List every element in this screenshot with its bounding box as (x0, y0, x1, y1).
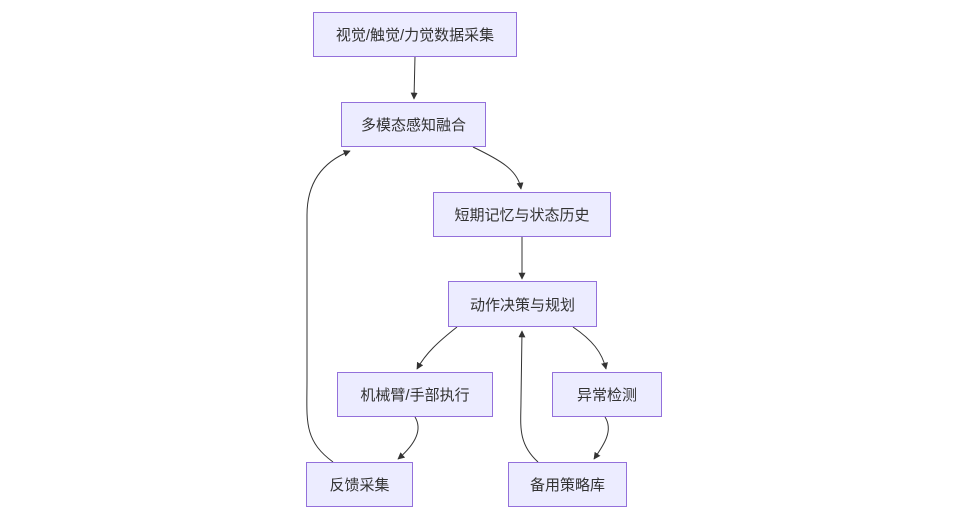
node-arm-execution: 机械臂/手部执行 (337, 372, 493, 417)
edge-backup-to-planning (518, 330, 539, 463)
edge-planning-to-anomaly (572, 326, 608, 370)
node-label: 机械臂/手部执行 (360, 387, 470, 404)
edge-arm-to-feedback (397, 416, 419, 460)
edge-datacollection-to-fusion (410, 55, 418, 100)
edge-fusion-to-memory (472, 146, 524, 190)
node-label: 备用策略库 (529, 477, 605, 494)
node-label: 动作决策与规划 (469, 296, 575, 314)
node-short-term-memory: 短期记忆与状态历史 (433, 192, 611, 237)
node-feedback-collection: 反馈采集 (306, 462, 413, 507)
node-action-planning: 动作决策与规划 (448, 281, 597, 327)
node-label: 多模态感知融合 (360, 117, 466, 134)
node-backup-strategy: 备用策略库 (508, 462, 627, 507)
node-sensor-data-collection: 视觉/触觉/力觉数据采集 (313, 12, 517, 57)
node-anomaly-detection: 异常检测 (552, 372, 662, 417)
node-multimodal-fusion: 多模态感知融合 (341, 102, 486, 147)
edge-planning-to-arm (416, 326, 458, 370)
node-label: 短期记忆与状态历史 (454, 207, 590, 224)
node-label: 异常检测 (576, 387, 637, 404)
node-label: 反馈采集 (329, 477, 390, 494)
edge-feedback-to-fusion (306, 150, 351, 463)
edge-anomaly-to-backup (593, 416, 609, 460)
node-label: 视觉/触觉/力觉数据采集 (335, 27, 495, 44)
